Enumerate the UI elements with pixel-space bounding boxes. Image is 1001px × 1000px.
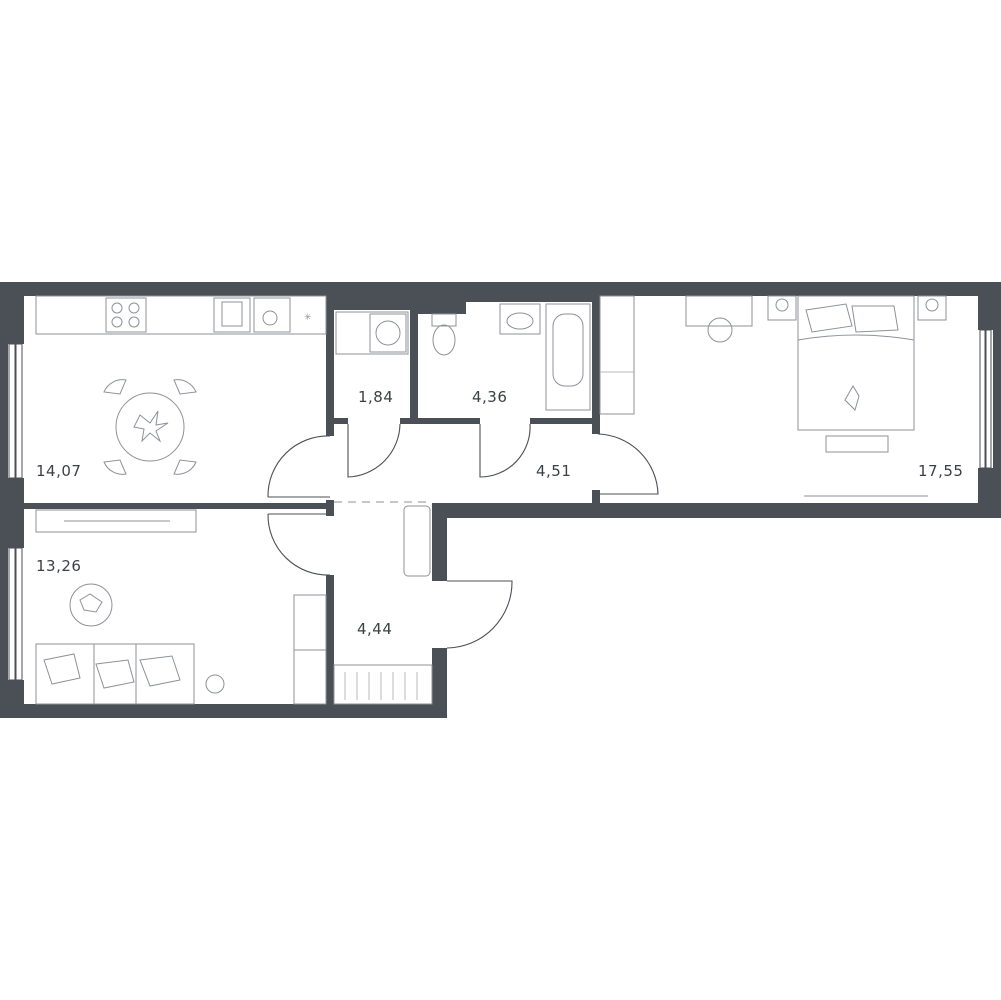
doors	[267, 423, 659, 649]
area-label-laundry: 1,84	[358, 388, 393, 406]
laundry-furniture	[335, 311, 409, 355]
svg-text:✳: ✳	[304, 313, 312, 323]
walls	[0, 282, 1001, 718]
bedroom-furniture	[599, 295, 947, 497]
area-label-living: 13,26	[36, 557, 81, 575]
area-label-bedroom: 17,55	[918, 462, 963, 480]
area-label-bathroom: 4,36	[472, 388, 507, 406]
area-label-entry: 4,44	[357, 620, 392, 638]
area-label-hall: 4,51	[536, 462, 571, 480]
entry-furniture	[333, 505, 433, 705]
area-labels: 14,07 13,26 1,84 4,36 4,51 4,44 17,55	[36, 388, 963, 638]
bathroom-furniture	[431, 303, 591, 411]
living-furniture	[35, 509, 327, 705]
kitchen-furniture: ✳	[35, 295, 327, 475]
windows	[8, 329, 992, 681]
area-label-kitchen: 14,07	[36, 462, 81, 480]
